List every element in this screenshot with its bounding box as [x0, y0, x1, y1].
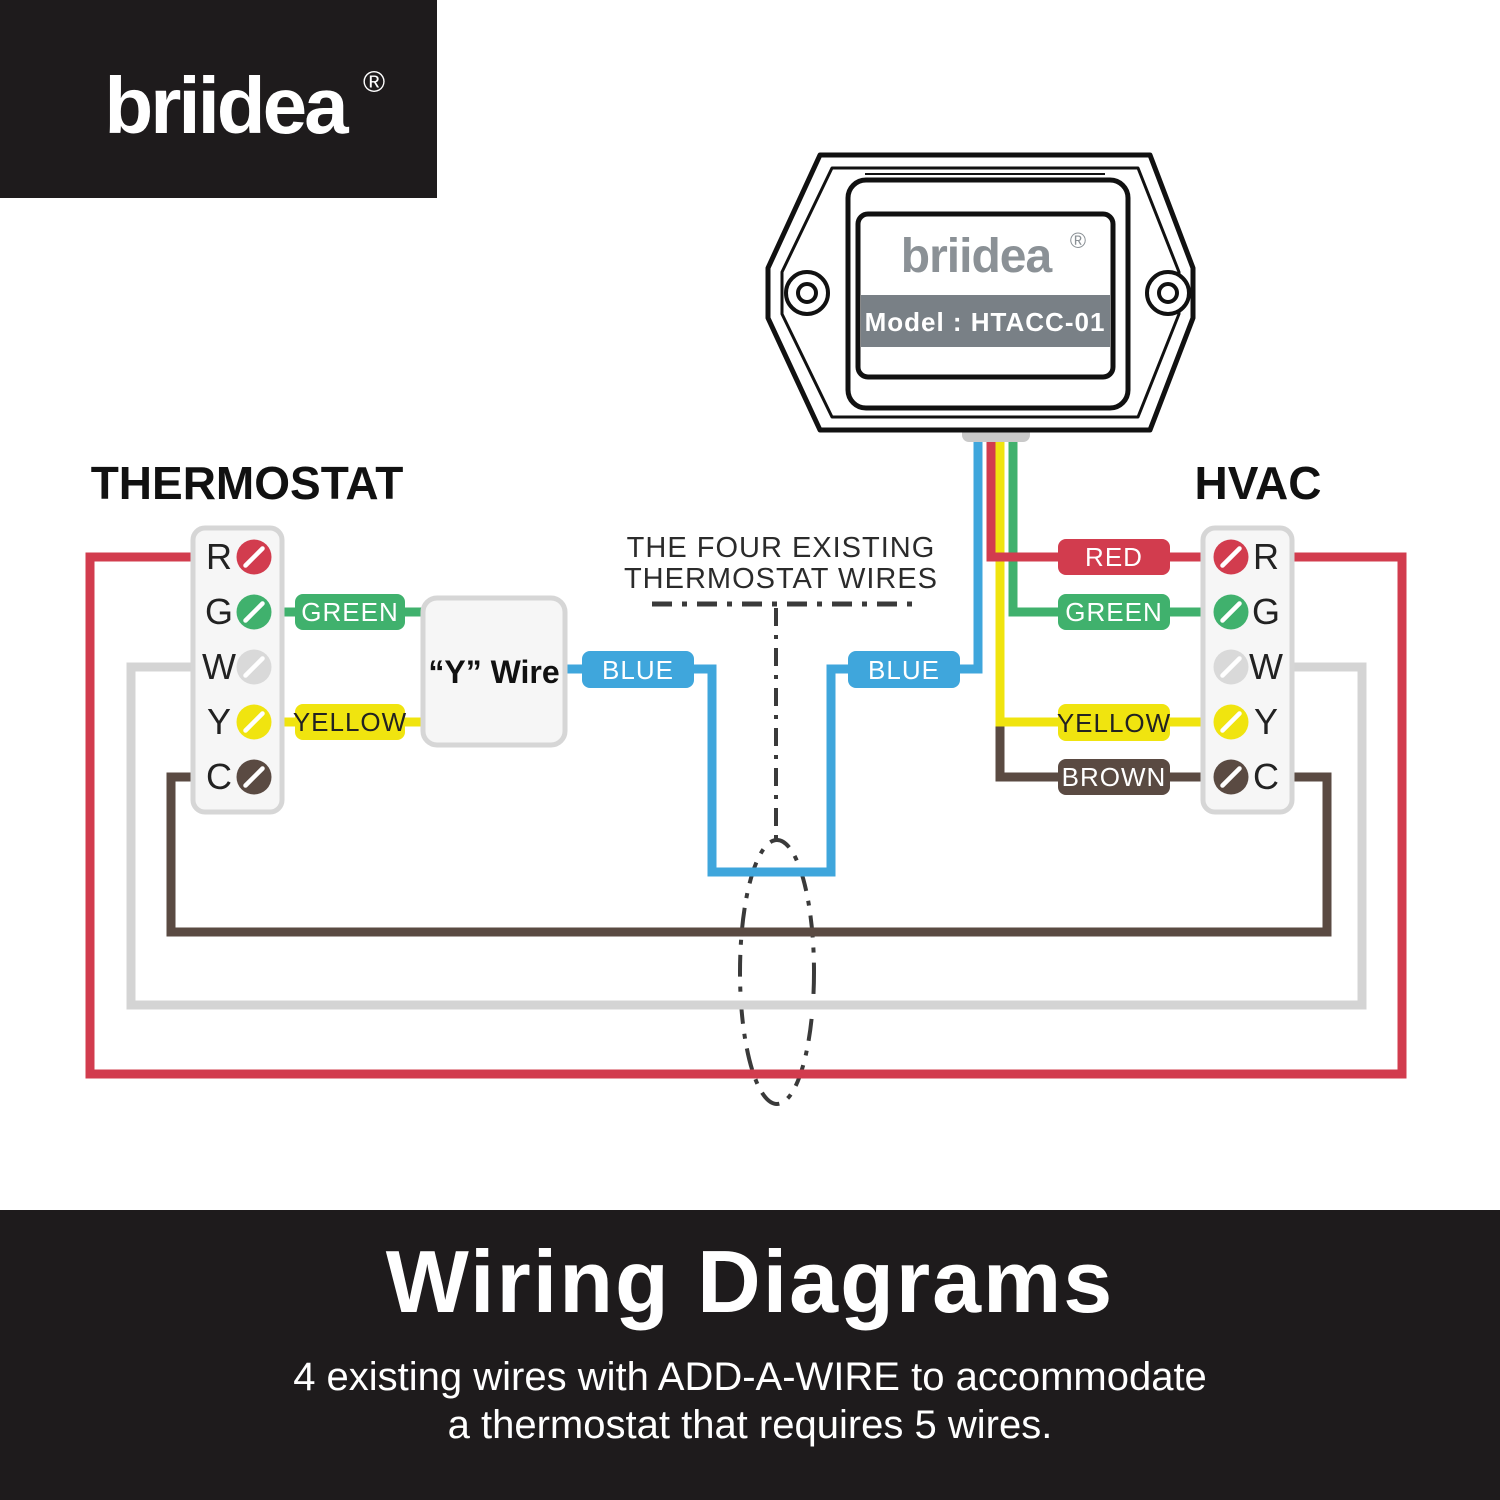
screw-slot-icon [243, 656, 265, 678]
footer-title: Wiring Diagrams [386, 1232, 1114, 1331]
screw-slot-icon [1220, 601, 1242, 623]
wire-label-green-hvac: GREEN [1058, 594, 1170, 630]
wire-label-box [1058, 704, 1170, 741]
y-wire-box-body [420, 595, 568, 748]
device-model-text: Model : HTACC-01 [865, 307, 1106, 337]
screw-slot-icon [1220, 656, 1242, 678]
wire-label-red-hvac: RED [1058, 539, 1170, 575]
wire-label-box [1058, 539, 1170, 575]
screw-center-icon [796, 282, 818, 304]
terminal-row: R [1213, 536, 1279, 577]
wire-label-box [295, 594, 405, 630]
thermostat-heading: THERMOSTAT [91, 457, 404, 509]
footer-subtitle-line1: 4 existing wires with ADD-A-WIRE to acco… [293, 1355, 1207, 1399]
terminal-letter: Y [1254, 701, 1278, 742]
device-logo-text: briidea [901, 230, 1053, 283]
wire-label-brown-hvac: BROWN [1058, 759, 1170, 795]
screw-center-icon [1157, 282, 1179, 304]
wire-label-box [582, 651, 694, 688]
wire-label-box [295, 704, 405, 740]
brand-logo-background [0, 0, 437, 198]
terminal-letter: Y [207, 701, 231, 742]
terminal-letter: W [202, 646, 236, 687]
footer-band: Wiring Diagrams 4 existing wires with AD… [0, 1210, 1500, 1500]
screw-slot-icon [243, 546, 265, 568]
terminal-letter: C [206, 756, 232, 797]
brand-logo-text: briidea [104, 61, 349, 150]
terminal-letter: G [205, 591, 233, 632]
screw-slot-icon [1220, 711, 1242, 733]
wire-label-text: YELLOW [1057, 708, 1171, 738]
terminal-row: R [206, 536, 272, 577]
terminal-letter: R [206, 536, 232, 577]
footer-background [0, 1210, 1500, 1500]
footer-subtitle-line2: a thermostat that requires 5 wires. [448, 1403, 1053, 1447]
terminal-row: C [1213, 756, 1279, 797]
brand-logo-block: briidea ® [0, 0, 437, 198]
thermostat-terminal-block: R G W Y C [190, 525, 285, 815]
wire-label-blue-right: BLUE [848, 651, 960, 688]
screw-slot-icon [1220, 546, 1242, 568]
device-screw-left [784, 270, 830, 316]
wire-blue-path [565, 436, 983, 877]
device-inner-shell-line [780, 166, 1181, 419]
screw-slot-icon [243, 601, 265, 623]
wire-brown-loop [166, 772, 1332, 937]
terminal-row: G [205, 591, 272, 632]
wire-label-box [1058, 594, 1170, 630]
y-wire-box-label: “Y” Wire [428, 654, 559, 690]
y-wire-box: “Y” Wire [420, 595, 568, 748]
wire-label-text: YELLOW [293, 707, 407, 737]
wire-red-loop [85, 552, 1407, 1079]
wire-label-text: BLUE [602, 655, 674, 685]
hvac-terminal-block: R G W Y C [1200, 525, 1295, 815]
terminal-letter: G [1252, 591, 1280, 632]
wire-label-green-left: GREEN [295, 594, 405, 630]
wire-label-text: BROWN [1062, 762, 1167, 792]
wire-label-box [1058, 759, 1170, 795]
terminal-letter: C [1253, 756, 1279, 797]
wire-label-yellow-hvac: YELLOW [1057, 704, 1171, 741]
wire-label-text: BLUE [868, 655, 940, 685]
terminal-row: C [206, 756, 272, 797]
add-a-wire-device: briidea ® Model : HTACC-01 [765, 152, 1196, 433]
existing-wires-ellipse [738, 838, 816, 1106]
device-screw-right [1145, 270, 1191, 316]
screw-slot-icon [1220, 766, 1242, 788]
terminal-row: W [202, 646, 272, 687]
terminal-row: G [1213, 591, 1280, 632]
wire-label-box [848, 651, 960, 688]
terminal-row: W [1213, 646, 1283, 687]
wire-label-text: GREEN [1065, 597, 1162, 627]
screw-slot-icon [243, 766, 265, 788]
existing-wires-note-line2: THERMOSTAT WIRES [624, 563, 938, 595]
wire-label-blue-left: BLUE [582, 651, 694, 688]
wire-label-text: RED [1085, 542, 1143, 572]
wire-label-text: GREEN [301, 597, 398, 627]
existing-wires-note-line1: THE FOUR EXISTING [627, 532, 936, 564]
terminal-row: Y [207, 701, 272, 742]
brand-registered-mark: ® [363, 66, 385, 99]
device-registered-mark: ® [1070, 228, 1086, 253]
device-model-bar [861, 295, 1110, 347]
wire-white-loop [126, 662, 1367, 1010]
hvac-heading: HVAC [1195, 457, 1322, 509]
screw-slot-icon [243, 711, 265, 733]
existing-wires-note: THE FOUR EXISTING THERMOSTAT WIRES [624, 532, 938, 1106]
terminal-letter: R [1253, 536, 1279, 577]
wire-label-yellow-left: YELLOW [293, 704, 407, 740]
terminal-row: Y [1213, 701, 1278, 742]
terminal-letter: W [1249, 646, 1283, 687]
